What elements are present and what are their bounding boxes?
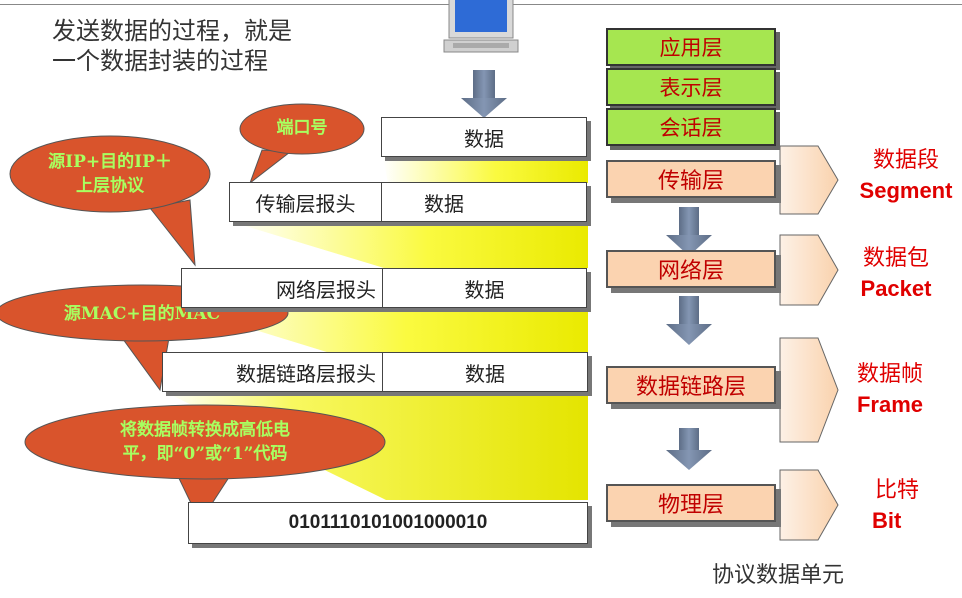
bracket-arrow-bit — [779, 469, 839, 541]
callout-port — [239, 103, 365, 185]
title-line-2: 一个数据封装的过程 — [52, 47, 268, 75]
callout-ip-label: 源IP+目的IP＋ 上层协议 — [20, 150, 200, 198]
layer-application: 应用层 — [606, 28, 776, 66]
unit-segment: 数据段 Segment — [850, 146, 962, 206]
layer-physical: 物理层 — [606, 484, 776, 522]
callout-bits — [24, 404, 386, 524]
pdu-frame: 数据链路层报头 数据 — [162, 352, 588, 392]
unit-segment-cn: 数据段 — [872, 148, 939, 173]
packet-data-field: 数据 — [464, 277, 505, 302]
pdu-segment: 传输层报头 数据 — [229, 182, 587, 222]
frame-data-field: 数据 — [465, 361, 505, 386]
unit-bit-en: Bit — [872, 508, 902, 533]
page-title: 发送数据的过程，就是 一个数据封装的过程 — [52, 16, 292, 76]
unit-packet-en: Packet — [860, 276, 932, 301]
callout-bits-line-2: 平，即“0”或“1”代码 — [122, 444, 288, 464]
pdu-bits: 0101110101001000010 — [188, 502, 588, 544]
bits-field: 0101110101001000010 — [288, 512, 488, 533]
bracket-arrow-segment — [779, 145, 839, 215]
layer-datalink: 数据链路层 — [606, 366, 776, 404]
bracket-arrow-frame — [779, 337, 839, 443]
arrow-down-icon — [666, 207, 712, 256]
layer-transport: 传输层 — [606, 160, 776, 198]
datalink-header-field: 数据链路层报头 — [163, 353, 383, 391]
callout-mac-label: 源MAC+目的MAC — [63, 304, 221, 324]
layer-network: 网络层 — [606, 250, 776, 288]
arrow-down-icon — [666, 428, 712, 470]
unit-packet: 数据包 Packet — [846, 244, 946, 304]
arrow-down-icon — [666, 296, 712, 345]
callout-ip — [9, 135, 211, 267]
callout-ip-line-1: 源IP+目的IP＋ — [48, 152, 172, 172]
computer-icon — [443, 0, 519, 53]
callout-port-label: 端口号 — [276, 118, 328, 138]
layer-session: 会话层 — [606, 108, 776, 146]
transport-header-field: 传输层报头 — [230, 183, 382, 221]
unit-packet-cn: 数据包 — [862, 246, 929, 271]
title-line-1: 发送数据的过程，就是 — [52, 17, 292, 45]
callout-bits-label: 将数据帧转换成高低电 平，即“0”或“1”代码 — [40, 418, 370, 466]
segment-data-field: 数据 — [424, 191, 464, 216]
unit-frame-cn: 数据帧 — [856, 362, 923, 387]
callout-bits-line-1: 将数据帧转换成高低电 — [120, 420, 290, 440]
pdu-data-only: 数据 — [381, 117, 587, 157]
layer-presentation: 表示层 — [606, 68, 776, 106]
pdu-data-field: 数据 — [464, 126, 504, 151]
network-header-field: 网络层报头 — [182, 269, 383, 307]
unit-frame-en: Frame — [856, 392, 924, 417]
footer-caption: 协议数据单元 — [712, 563, 845, 588]
pdu-packet: 网络层报头 数据 — [181, 268, 587, 308]
arrow-down-icon — [461, 70, 507, 118]
unit-frame: 数据帧 Frame — [842, 360, 938, 420]
encapsulation-shadow-1 — [383, 157, 588, 183]
encapsulation-shadow-2 — [232, 222, 588, 268]
unit-bit-cn: 比特 — [874, 478, 919, 503]
callout-ip-line-2: 上层协议 — [76, 176, 144, 196]
unit-bit: 比特 Bit — [854, 476, 940, 536]
unit-segment-en: Segment — [859, 178, 953, 203]
bracket-arrow-packet — [779, 234, 839, 306]
